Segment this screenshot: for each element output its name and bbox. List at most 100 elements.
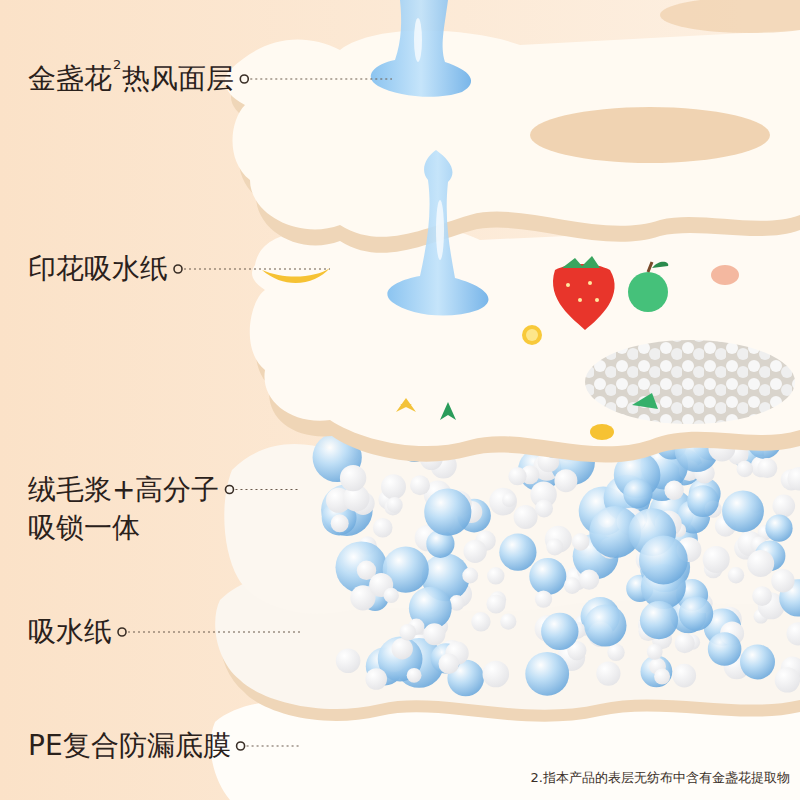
fluff-pulp — [773, 495, 796, 518]
fluff-pulp — [399, 624, 416, 641]
water-highlight — [436, 200, 444, 260]
fluff-pulp — [647, 644, 663, 660]
water-stream — [387, 150, 488, 316]
fluff-pulp — [423, 623, 445, 645]
layer-label: 吸水纸 — [28, 613, 112, 651]
fluff-pulp — [654, 669, 670, 685]
fluff-pulp — [439, 654, 460, 675]
polymer-bead — [529, 558, 566, 595]
fluff-pulp — [675, 633, 695, 653]
fluff-pulp — [483, 661, 510, 688]
polymer-bead — [679, 597, 713, 631]
fluff-pulp — [752, 586, 772, 606]
fluff-pulp — [607, 644, 624, 661]
layer-label: 金盏花2热风面层 — [28, 60, 234, 98]
fluff-pulp — [407, 668, 422, 683]
fluff-pulp — [336, 648, 361, 673]
fluff-pulp — [502, 493, 516, 507]
fluff-pulp — [514, 505, 538, 529]
fluff-pulp — [508, 467, 526, 485]
layer-label-text: 热风面层 — [122, 62, 234, 95]
leader-dot — [240, 75, 248, 83]
water-stream — [371, 0, 471, 97]
fluff-pulp — [365, 668, 387, 690]
fluff-pulp — [703, 546, 730, 573]
fluff-pulp — [487, 567, 504, 584]
layer-label-text: 吸水纸 — [28, 615, 112, 648]
fruit-print — [262, 215, 739, 440]
print-paper-hole — [585, 340, 795, 424]
fluff-pulp — [787, 467, 800, 491]
polymer-bead — [499, 534, 536, 571]
footnote: 2.指本产品的表层无纺布中含有金盏花提取物 — [531, 770, 790, 786]
print-paper — [250, 225, 800, 447]
polymer-bead — [740, 644, 775, 679]
polymer-bead — [708, 632, 742, 666]
fluff-pulp — [728, 567, 744, 583]
polymer-bead — [623, 479, 652, 508]
side-shade — [660, 0, 800, 33]
fluff-pulp — [373, 518, 393, 538]
fluff-pulp — [775, 667, 800, 692]
fluff-pulp — [664, 481, 683, 500]
fluff-pulp — [564, 577, 581, 594]
fluff-pulp — [535, 500, 553, 518]
leader-line — [235, 489, 300, 490]
layer-label: PE复合防漏底膜 — [28, 727, 231, 765]
fluff-pulp — [381, 474, 406, 499]
fluff-pulp — [464, 540, 487, 563]
footnote-text: 2.指本产品的表层无纺布中含有金盏花提取物 — [531, 770, 790, 785]
leader-line — [250, 78, 392, 79]
layer-label-text: 金盏花 — [28, 62, 112, 95]
polymer-bead — [424, 488, 471, 535]
fluff-pulp — [387, 497, 403, 513]
fluff-pulp — [500, 614, 516, 630]
layer-label-text: 绒毛浆+高分子 吸锁一体 — [28, 473, 219, 544]
fluff-pulp — [392, 638, 413, 659]
fluff-pulp — [340, 465, 366, 491]
layer-label: 绒毛浆+高分子 吸锁一体 — [28, 471, 258, 547]
layer-label: 印花吸水纸 — [28, 250, 168, 288]
fluff-pulp — [757, 458, 777, 478]
leader-dot — [174, 265, 182, 273]
fluff-pulp — [747, 550, 774, 577]
leader-dot — [118, 628, 126, 636]
fluff-pulp — [596, 662, 620, 686]
fluff-pulp — [489, 488, 517, 516]
fluff-pulp — [471, 612, 490, 631]
polymer-bead — [541, 613, 578, 650]
fluff-pulp — [737, 461, 754, 478]
fluff-pulp — [331, 514, 349, 532]
fluff-pulp — [771, 569, 794, 592]
footnote-mark: 2 — [113, 57, 121, 72]
polymer-bead — [765, 515, 792, 542]
top-layer — [225, 30, 800, 237]
leader-dot — [225, 486, 233, 494]
fluff-pulp — [384, 588, 399, 603]
leader-line — [184, 268, 330, 269]
polymer-bead — [639, 536, 688, 585]
leader-dot — [237, 742, 245, 750]
fluff-pulp — [787, 622, 800, 645]
polymer-bead — [722, 490, 764, 532]
fluff-pulp — [410, 475, 430, 495]
polymer-bead — [525, 652, 569, 696]
polymer-bead — [687, 485, 719, 517]
polymer-bead — [641, 656, 673, 688]
top-layer-shade — [530, 107, 770, 163]
fluff-pulp — [554, 469, 577, 492]
core-base-sheet — [224, 430, 800, 614]
fluff-pulp — [535, 590, 552, 607]
polymer-bead — [584, 604, 626, 646]
fluff-pulp — [546, 539, 563, 556]
fluff-pulp — [572, 533, 590, 551]
fluff-pulp — [462, 568, 478, 584]
fluff-pulp — [486, 594, 505, 613]
polymer-bead — [640, 601, 678, 639]
layer-label-text: 印花吸水纸 — [28, 252, 168, 285]
fluff-pulp — [673, 664, 697, 688]
water-highlight — [414, 18, 422, 62]
